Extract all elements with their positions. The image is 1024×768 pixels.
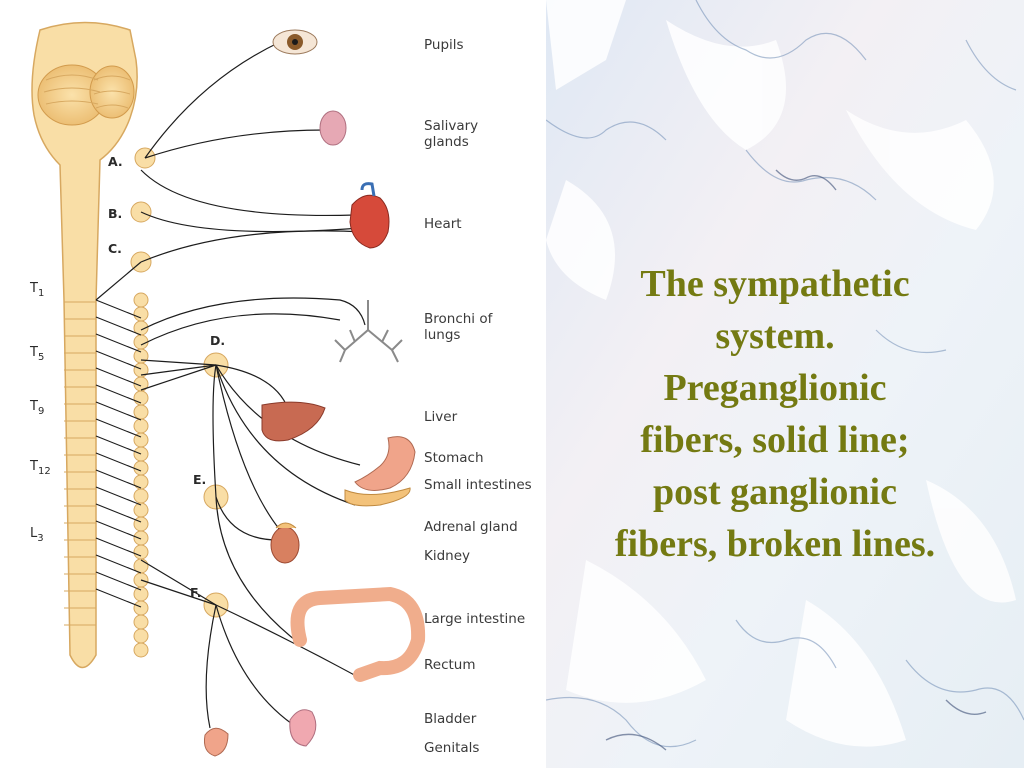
segment-label-t12: T12 <box>29 459 51 477</box>
marble-background <box>546 0 1024 768</box>
chain-ganglion <box>133 418 149 434</box>
preganglionic-fiber <box>95 333 142 353</box>
preganglionic-fiber <box>95 571 142 591</box>
organ-label-bladder: Bladder <box>424 711 477 727</box>
ganglion-label-e: E. <box>193 472 206 487</box>
eye-icon <box>272 29 318 55</box>
caption-line-1: The sympathetic <box>640 263 910 305</box>
preganglionic-fiber <box>95 588 142 608</box>
preganglionic-fiber <box>95 418 142 438</box>
organ-label-heart: Heart <box>424 216 462 232</box>
preganglionic-fiber <box>95 384 142 404</box>
organ-label-pupils: Pupils <box>424 37 464 53</box>
chain-ganglion <box>133 306 149 322</box>
adrenal-kidney-icon <box>270 522 300 564</box>
preganglionic-fiber <box>95 401 142 421</box>
organ-label-large-intestine: Large intestine <box>424 611 525 627</box>
lungs-bronchi-icon <box>334 300 403 363</box>
chain-ganglion <box>133 292 149 308</box>
chain-ganglion <box>133 586 149 602</box>
chain-ganglion <box>133 530 149 546</box>
large-intestine-icon <box>290 586 426 682</box>
ganglion-label-c: C. <box>108 241 122 256</box>
preganglionic-fiber <box>95 299 142 319</box>
heart-icon <box>349 182 390 249</box>
stomach-icon <box>354 436 416 491</box>
pancreas-icon <box>344 487 411 507</box>
ganglion-label-b: B. <box>108 206 122 221</box>
preganglionic-fiber <box>95 435 142 455</box>
preganglionic-fiber <box>95 554 142 574</box>
organ-label-small-intestines: Small intestines <box>424 477 532 493</box>
segment-label-l3: L3 <box>30 526 44 544</box>
ganglion-label-d: D. <box>210 333 225 348</box>
preganglionic-fiber <box>95 367 142 387</box>
segment-labels: T1 T5 T9 T12 L3 <box>29 281 51 544</box>
genitals-icon <box>204 727 229 757</box>
chain-ganglion <box>133 474 149 490</box>
chain-ganglion <box>133 460 149 476</box>
spinal-cord <box>31 21 138 669</box>
segment-label-t9: T9 <box>29 399 44 417</box>
organ-label-rectum: Rectum <box>424 657 476 673</box>
caption-line-5: post ganglionic <box>653 471 897 513</box>
preganglionic-fiber <box>95 486 142 506</box>
chain-ganglion <box>133 544 149 560</box>
organ-illustrations <box>204 29 426 757</box>
preganglionic-fiber <box>95 503 142 523</box>
ganglion-label-a: A. <box>108 154 123 169</box>
organ-label-genitals: Genitals <box>424 740 479 756</box>
organ-label-stomach: Stomach <box>424 450 484 466</box>
segment-label-t1: T1 <box>29 281 44 299</box>
chain-ganglion <box>133 404 149 420</box>
chain-ganglion <box>133 488 149 504</box>
chain-ganglion <box>133 516 149 532</box>
chain-ganglion <box>133 628 149 644</box>
preganglionic-fiber <box>95 469 142 489</box>
preganglionic-fiber <box>95 520 142 540</box>
sympathetic-chain <box>95 292 149 658</box>
organ-label-kidney: Kidney <box>424 548 470 564</box>
chain-ganglion <box>133 600 149 616</box>
preganglionic-fiber <box>95 537 142 557</box>
segment-label-t5: T5 <box>29 345 44 363</box>
bladder-icon <box>289 709 317 747</box>
organ-label-adrenal: Adrenal gland <box>424 519 518 535</box>
liver-icon <box>261 401 326 442</box>
preganglionic-fiber <box>95 350 142 370</box>
organ-label-liver: Liver <box>424 409 458 425</box>
chain-ganglion <box>133 614 149 630</box>
caption-line-3: Preganglionic <box>663 367 887 409</box>
ganglion-label-f: F. <box>190 585 201 600</box>
sympathetic-nervous-system-diagram: T1 T5 T9 T12 L3 A. B. C. D. E. F. Pupils… <box>29 21 532 757</box>
chain-ganglion <box>133 642 149 658</box>
preganglionic-fiber <box>95 316 142 336</box>
chain-ganglion <box>133 502 149 518</box>
slide-caption: The sympathetic system. Preganglionic fi… <box>560 258 990 570</box>
ganglion-labels: A. B. C. D. E. F. <box>108 154 225 600</box>
salivary-gland-icon <box>319 110 347 146</box>
caption-line-6: fibers, broken lines. <box>614 523 936 565</box>
caption-line-4: fibers, solid line; <box>640 419 910 461</box>
preganglionic-fiber <box>95 452 142 472</box>
caption-line-2: system. <box>715 315 835 357</box>
